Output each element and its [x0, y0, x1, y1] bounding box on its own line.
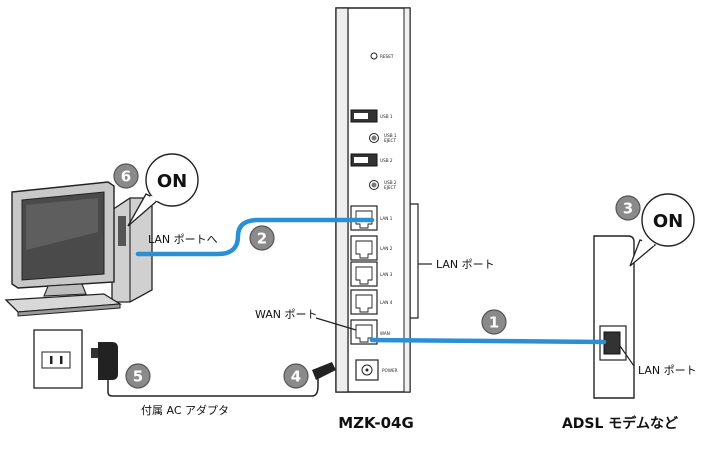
- adapter-label: 付属 AC アダプタ: [141, 403, 229, 417]
- usb1-eject-label-2: EJECT: [384, 138, 396, 143]
- wan-leader: [315, 317, 357, 331]
- reset-label: RESET: [380, 54, 394, 59]
- computer-illustration: [4, 181, 153, 317]
- usb2-eject-label-2: EJECT: [384, 185, 396, 190]
- step-badge-3: 3: [615, 195, 641, 221]
- adapter-plug-icon: [91, 348, 99, 358]
- usb2-label: USB 2: [380, 158, 393, 163]
- usb1-eject-label-1: USB 1: [384, 133, 397, 138]
- lan3-label: LAN 3: [380, 272, 393, 277]
- modem-lan-label: LAN ポート: [638, 364, 697, 377]
- wan-label: WAN: [380, 331, 390, 336]
- svg-text:1: 1: [489, 314, 499, 332]
- modem-name: ADSL モデムなど: [562, 415, 678, 432]
- lan1-label: LAN 1: [380, 216, 393, 221]
- router-lan-label: LAN ポート: [436, 258, 495, 271]
- svg-text:2: 2: [257, 230, 267, 248]
- modem-lan-port[interactable]: [603, 331, 621, 355]
- pc-tower: [111, 197, 153, 303]
- drive-bay-icon: [118, 216, 126, 246]
- modem-body: [593, 235, 635, 399]
- pc-on-callout: ON: [127, 153, 199, 227]
- step-badge-2: 2: [249, 225, 275, 251]
- pc-lan-label: LAN ポートへ: [148, 233, 218, 246]
- usb2-eject-label-1: USB 2: [384, 180, 397, 185]
- lan-port-4[interactable]: [350, 289, 378, 315]
- wan-cable: [369, 337, 607, 345]
- router-illustration: RESET USB 1 USB 1 EJECT USB 2 USB 2 EJEC…: [335, 7, 419, 393]
- svg-text:4: 4: [291, 368, 301, 386]
- modem-lan-leader: [619, 345, 635, 367]
- router-name: MZK-04G: [338, 414, 414, 432]
- lan2-label: LAN 2: [380, 246, 393, 251]
- modem-on-callout: ON: [629, 193, 695, 267]
- modem-illustration: [593, 235, 635, 399]
- svg-text:5: 5: [133, 368, 143, 386]
- pc-on-label: ON: [157, 171, 187, 192]
- step-badge-1: 1: [481, 309, 507, 335]
- router-wan-label: WAN ポート: [255, 308, 318, 321]
- svg-text:6: 6: [121, 168, 131, 186]
- ac-adapter: [98, 342, 118, 380]
- step-badge-6: 6: [113, 163, 139, 189]
- lan-group-bracket: [410, 203, 419, 319]
- modem-on-label: ON: [653, 211, 683, 232]
- lan-port-3[interactable]: [350, 261, 378, 287]
- step-badge-4: 4: [283, 363, 309, 389]
- power-cord: [107, 378, 319, 397]
- power-equipment: [33, 329, 336, 397]
- lan4-label: LAN 4: [380, 300, 393, 305]
- lan-port-2[interactable]: [350, 235, 378, 261]
- lan-cable-pc: [135, 217, 375, 257]
- power-label: POWER: [382, 368, 398, 373]
- reset-button[interactable]: [370, 52, 378, 60]
- svg-text:3: 3: [623, 200, 633, 218]
- step-badge-5: 5: [125, 363, 151, 389]
- usb1-label: USB 1: [380, 114, 393, 119]
- dc-plug: [312, 362, 336, 380]
- monitor-stand: [43, 283, 87, 297]
